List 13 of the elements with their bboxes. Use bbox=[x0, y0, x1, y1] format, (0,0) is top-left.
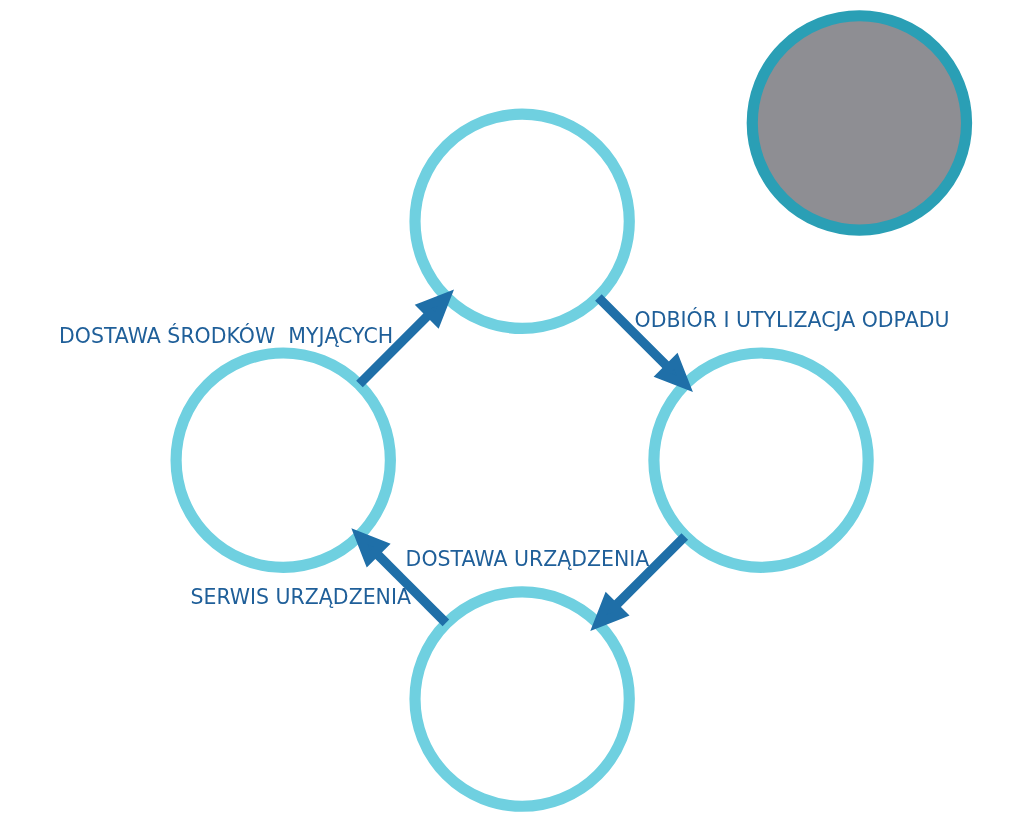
arrow bbox=[595, 294, 693, 393]
arrow bbox=[590, 533, 689, 631]
arrow bbox=[356, 289, 454, 388]
edge-label: SERWIS URZĄDZENIA bbox=[190, 585, 412, 609]
arrow bbox=[351, 528, 450, 627]
node-circle bbox=[170, 347, 396, 573]
node-circle bbox=[409, 586, 635, 812]
edge-label: ODBIÓR I UTYLIZACJA ODPADU bbox=[634, 307, 950, 332]
edge-label: DOSTAWA ŚRODKÓW MYJĄCYCH bbox=[59, 323, 394, 348]
node-circle bbox=[409, 108, 635, 334]
node-circle bbox=[648, 347, 874, 573]
edge-label: DOSTAWA URZĄDZENIA bbox=[405, 546, 650, 571]
node-circle bbox=[746, 10, 973, 236]
